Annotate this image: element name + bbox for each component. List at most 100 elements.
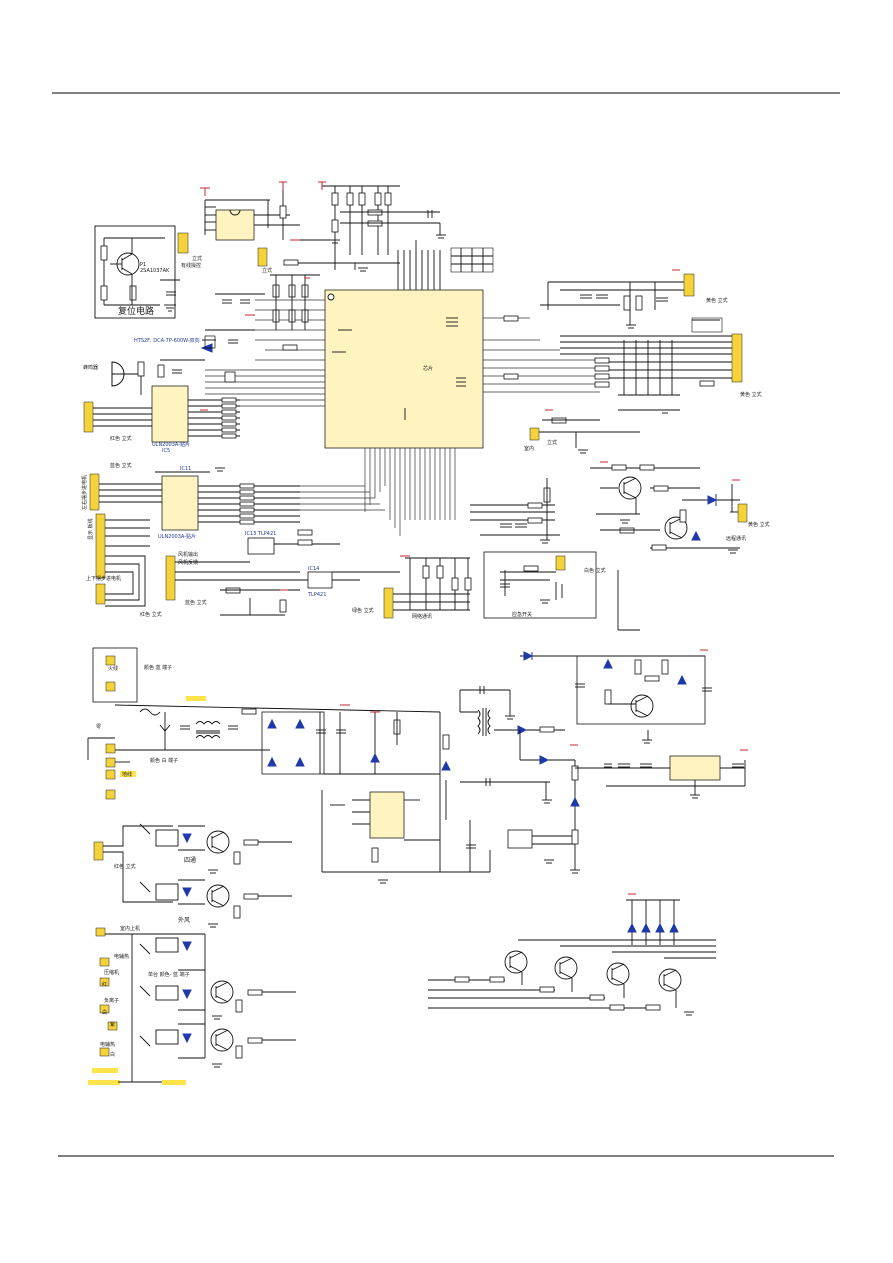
connector-icon <box>105 757 116 768</box>
transistor-ref: P1 <box>140 262 146 268</box>
transistor-icon <box>664 516 688 540</box>
mains-input: 火线 颜色 蓝 端子 零 颜色 白 端子 地线 <box>87 647 441 800</box>
connector-icon <box>105 769 116 780</box>
connector-icon <box>731 333 743 383</box>
connector-icon <box>165 555 176 601</box>
indoor-temp-block: 室内 立式 <box>524 417 640 452</box>
mcu-right-side: 黄色 立式 黄色 立式 <box>483 273 762 411</box>
relay-icon <box>155 1029 179 1045</box>
relay-section-2: 室内上机 电辅热 压缩机 单台 颜色- 蓝 端子 红 负离子 白 紫 电辅热 白 <box>88 925 296 1085</box>
indoor-temp-vertical: 立式 <box>547 439 557 446</box>
outdoor-fan-label: 外风 <box>178 916 190 924</box>
diode-icon <box>267 756 277 767</box>
transistor-icon <box>210 1028 234 1052</box>
connector-color-label-3: 红色 立式 <box>140 611 162 618</box>
ground-icon <box>540 539 550 544</box>
mains-color-label: 颜色 蓝 端子 <box>144 664 172 671</box>
ground-icon <box>542 799 552 804</box>
emergency-switch-label: 应急开关 <box>512 611 532 618</box>
ic5-ref: IC5 <box>162 448 170 454</box>
ground-icon <box>570 869 580 874</box>
remote-color-label: 黄色 立式 <box>748 521 770 528</box>
four-way-label: 四通 <box>184 856 196 864</box>
ground-icon <box>378 879 388 884</box>
ic5-label: ULN2003A-贴片 <box>152 441 190 448</box>
connector-icon <box>107 1021 118 1031</box>
transistor-icon <box>504 950 528 974</box>
diode-icon <box>707 495 718 505</box>
label-tag <box>92 1068 118 1073</box>
up-down-motor-label: 上下摆步进电机 <box>86 575 121 582</box>
reset-circuit-block: P1 2SA1037AK 复位电路 <box>94 225 180 319</box>
hts-label: HTS2F, DCA-7P-600W-双向 <box>134 337 200 344</box>
diode-icon <box>627 922 637 933</box>
emergency-switch-block: 白色 立式 应急开关 <box>483 551 606 619</box>
fan-feedback-label: 风机反馈 <box>178 559 198 566</box>
fan-output-label: 风机输出 <box>178 551 198 558</box>
fan-color-label: 蓝色 立式 <box>185 599 207 606</box>
mains-line-label: 火线 <box>108 665 118 672</box>
connector-icon <box>83 401 94 433</box>
ground-line-label: 地线 <box>122 771 132 778</box>
relay-icon <box>155 829 179 847</box>
network-color-label: 绿色 立式 <box>352 607 374 614</box>
regulator-chip <box>669 755 721 781</box>
connector-icon <box>99 1004 110 1014</box>
connector-icon <box>383 587 394 619</box>
buzzer-block: 蜂鸣器 <box>83 359 236 395</box>
red-label: 红 <box>102 981 107 988</box>
diode-icon <box>295 718 305 729</box>
relay-icon <box>155 985 179 1001</box>
transistor-icon <box>606 962 630 986</box>
transistor-icon <box>210 980 234 1004</box>
diode-icon <box>441 760 451 771</box>
ground-icon <box>660 409 670 414</box>
ground-icon <box>690 794 700 799</box>
diode-icon <box>295 756 305 767</box>
diode-icon <box>669 922 679 933</box>
ground-icon <box>684 1011 694 1016</box>
ground-icon <box>212 1015 222 1020</box>
diode-icon <box>641 922 651 933</box>
resistor-icon <box>100 285 108 301</box>
label-tag <box>88 1080 120 1085</box>
white-label-2: 白 <box>110 1051 115 1058</box>
connector-icon <box>257 247 268 267</box>
opto-2-ref: IC14 <box>308 566 319 572</box>
ground-icon <box>642 739 652 744</box>
network-comm-block: 绿色 立式 网络通讯 <box>352 557 472 620</box>
white-label: 白 <box>102 1009 107 1016</box>
ground-icon <box>540 599 550 604</box>
connector-icon <box>555 555 566 571</box>
transistor-icon <box>206 884 230 908</box>
connector-icon <box>95 583 106 605</box>
connector-icon <box>683 273 695 297</box>
remote-comm-label: 远程通讯 <box>726 535 746 542</box>
electric-heat-label: 电辅热 <box>114 953 129 960</box>
relay-icon <box>155 937 179 953</box>
diode-icon <box>655 922 665 933</box>
power-rails <box>200 181 748 895</box>
relay-icon <box>155 883 179 901</box>
connector-icon <box>105 681 116 692</box>
compressor-label: 压缩机 <box>104 969 119 976</box>
ground-icon <box>330 239 340 244</box>
resistor-icon <box>100 245 108 261</box>
remote-comm-block: 黄色 立式 远程通讯 <box>590 464 770 551</box>
uln2003-ic5: ULN2003A-贴片 IC5 红色 立式 <box>83 385 240 454</box>
transistor-model: 2SA1037AK <box>140 268 170 274</box>
ground-symbols <box>164 234 738 1068</box>
pwm-chip <box>369 791 405 839</box>
top-resistor-array <box>283 185 441 295</box>
relay-color-label: 红色 立式 <box>114 863 136 870</box>
left-right-motor-label: 左右摆步进电机 <box>81 475 88 510</box>
buzzer-label: 蜂鸣器 <box>83 364 98 371</box>
ground-icon <box>358 267 368 272</box>
transistor-icon <box>554 956 578 980</box>
flyback-section <box>321 686 580 873</box>
ground-icon <box>728 549 738 554</box>
wired-controller-label-b: 有线操控 <box>181 262 201 269</box>
motor-connectors: 显示 板线 上下摆步进电机 红色 立式 <box>86 513 162 618</box>
connector-icon <box>105 743 116 754</box>
network-comm-label: 网络通讯 <box>412 613 432 620</box>
